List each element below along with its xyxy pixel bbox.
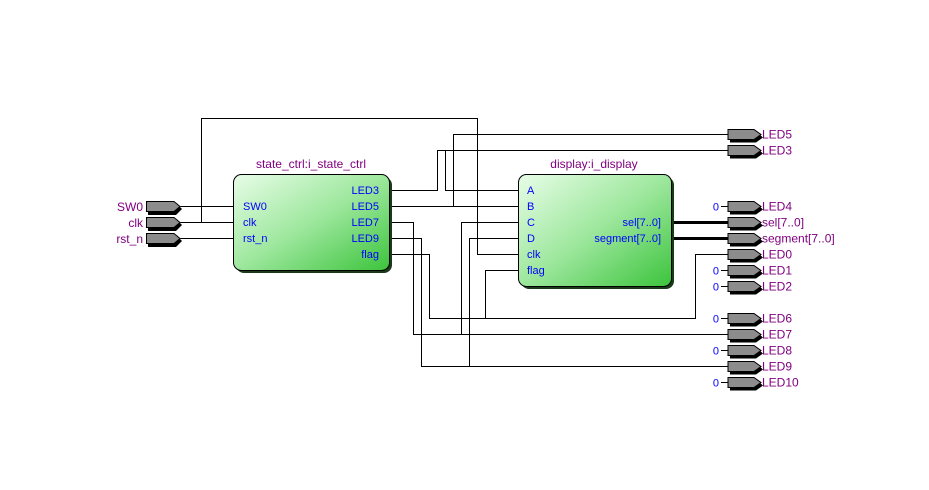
output-label-sel: sel[7..0]: [762, 216, 804, 230]
input-label-sw0: SW0: [117, 200, 143, 214]
wire-led7[interactable]: [390, 222, 728, 335]
wire-clk-route[interactable]: [201, 118, 519, 255]
pin-state-ctrl-led7: LED7: [351, 217, 379, 229]
output-port-led0[interactable]: LED0: [727, 248, 792, 263]
const-value-led10: 0: [713, 378, 719, 390]
pin-display-segment: segment[7..0]: [594, 233, 661, 245]
pin-display-clk: clk: [527, 249, 541, 261]
pin-display-d: D: [527, 233, 535, 245]
pin-display-a: A: [527, 185, 535, 197]
const-value-led6: 0: [713, 314, 719, 326]
input-label-rst-n: rst_n: [116, 232, 143, 246]
pin-display-sel: sel[7..0]: [622, 217, 661, 229]
wire-flag[interactable]: [390, 254, 728, 319]
block-title-state-ctrl: state_ctrl:i_state_ctrl: [256, 157, 366, 171]
output-label-led9: LED9: [762, 360, 792, 374]
pin-state-ctrl-sw0: SW0: [243, 201, 267, 213]
pin-state-ctrl-led9: LED9: [351, 233, 379, 245]
pin-state-ctrl-flag: flag: [361, 249, 379, 261]
output-port-led9[interactable]: LED9: [727, 360, 792, 375]
wire-c[interactable]: [461, 222, 519, 335]
output-label-led8: LED8: [762, 344, 792, 358]
output-port-led3[interactable]: LED3: [727, 144, 792, 159]
wire-led9[interactable]: [390, 238, 728, 367]
output-port-segment[interactable]: segment[7..0]: [727, 232, 835, 247]
const-value-led4: 0: [713, 202, 719, 214]
output-label-segment: segment[7..0]: [762, 232, 835, 246]
const-value-led2: 0: [713, 282, 719, 294]
input-port-rst-n[interactable]: rst_n: [116, 232, 182, 247]
output-label-led3: LED3: [762, 144, 792, 158]
const-value-led1: 0: [713, 266, 719, 278]
output-port-led2[interactable]: LED2 0: [713, 280, 792, 295]
output-label-led5: LED5: [762, 128, 792, 142]
pin-display-flag: flag: [527, 265, 545, 277]
const-value-led8: 0: [713, 346, 719, 358]
pin-display-b: B: [527, 201, 534, 213]
wire-flag-display[interactable]: [485, 270, 519, 319]
pin-state-ctrl-clk: clk: [243, 217, 257, 229]
output-port-led5[interactable]: LED5: [727, 128, 792, 143]
output-label-led2: LED2: [762, 280, 792, 294]
wire-led3[interactable]: [390, 150, 728, 191]
input-label-clk: clk: [128, 216, 144, 230]
output-label-led0: LED0: [762, 248, 792, 262]
wire-led5-route[interactable]: [453, 134, 729, 207]
output-ports: LED5LED3LED40sel[7..0]segment[7..0]LED0L…: [713, 128, 835, 391]
output-label-led6: LED6: [762, 312, 792, 326]
pin-state-ctrl-led3: LED3: [351, 185, 379, 197]
output-label-led1: LED1: [762, 264, 792, 278]
output-label-led7: LED7: [762, 328, 792, 342]
wire-d[interactable]: [469, 238, 519, 367]
output-port-led6[interactable]: LED6 0: [713, 312, 792, 327]
block-display[interactable]: display:i_display A B C D clk flag sel[7…: [518, 157, 675, 289]
output-port-led1[interactable]: LED1 0: [713, 264, 792, 279]
output-port-led10[interactable]: LED10 0: [713, 376, 799, 391]
input-port-sw0[interactable]: SW0: [117, 200, 182, 215]
pin-state-ctrl-led5: LED5: [351, 201, 379, 213]
output-port-led8[interactable]: LED8 0: [713, 344, 792, 359]
wire-a[interactable]: [445, 150, 519, 191]
block-title-display: display:i_display: [550, 157, 637, 171]
output-port-led4[interactable]: LED4 0: [713, 200, 792, 215]
wires: [180, 118, 729, 383]
pin-display-c: C: [527, 217, 535, 229]
output-port-led7[interactable]: LED7: [727, 328, 792, 343]
pin-state-ctrl-rst-n: rst_n: [243, 233, 267, 245]
output-port-sel[interactable]: sel[7..0]: [727, 216, 804, 231]
output-label-led4: LED4: [762, 200, 792, 214]
input-port-clk[interactable]: clk: [128, 216, 182, 231]
block-state-ctrl[interactable]: state_ctrl:i_state_ctrl SW0 clk rst_n LE…: [233, 157, 393, 273]
output-label-led10: LED10: [762, 376, 799, 390]
